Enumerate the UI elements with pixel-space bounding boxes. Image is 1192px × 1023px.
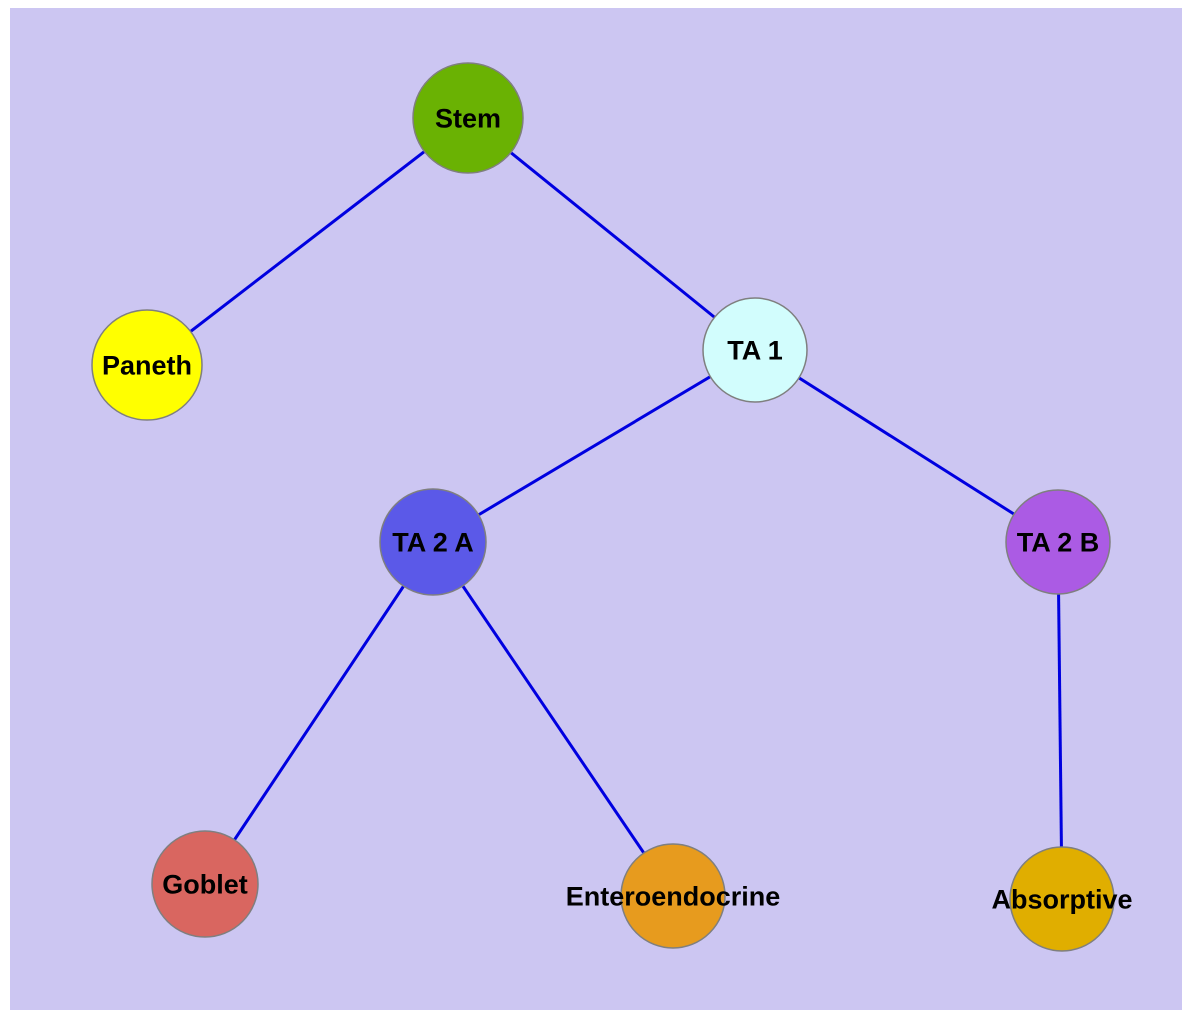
node-label-paneth: Paneth <box>102 350 192 380</box>
node-label-ta1: TA 1 <box>727 335 783 365</box>
node-paneth <box>91 309 203 421</box>
node-label-ta2a: TA 2 A <box>392 527 474 557</box>
node-stem <box>412 62 524 174</box>
edge-stem-ta1 <box>467 116 756 352</box>
edge-ta2a-goblet <box>203 541 435 885</box>
edge-ta1-ta2a <box>432 348 756 544</box>
node-label-stem: Stem <box>435 103 501 133</box>
node-label-enteroendocrine: Enteroendocrine <box>566 881 781 911</box>
node-ta2a <box>379 488 487 596</box>
node-label-ta2b: TA 2 B <box>1017 527 1100 557</box>
node-absorptive <box>1009 846 1115 952</box>
edge-stem-paneth <box>146 116 469 367</box>
node-label-absorptive: Absorptive <box>991 884 1132 914</box>
edge-ta1-ta2b <box>754 348 1059 544</box>
edge-ta2a-enteroendocrine <box>431 541 675 897</box>
node-ta2b <box>1005 489 1111 595</box>
node-label-goblet: Goblet <box>162 869 248 899</box>
node-enteroendocrine <box>620 843 726 949</box>
edge-ta2b-absorptive <box>1056 541 1064 900</box>
node-ta1 <box>702 297 808 403</box>
node-goblet <box>151 830 259 938</box>
